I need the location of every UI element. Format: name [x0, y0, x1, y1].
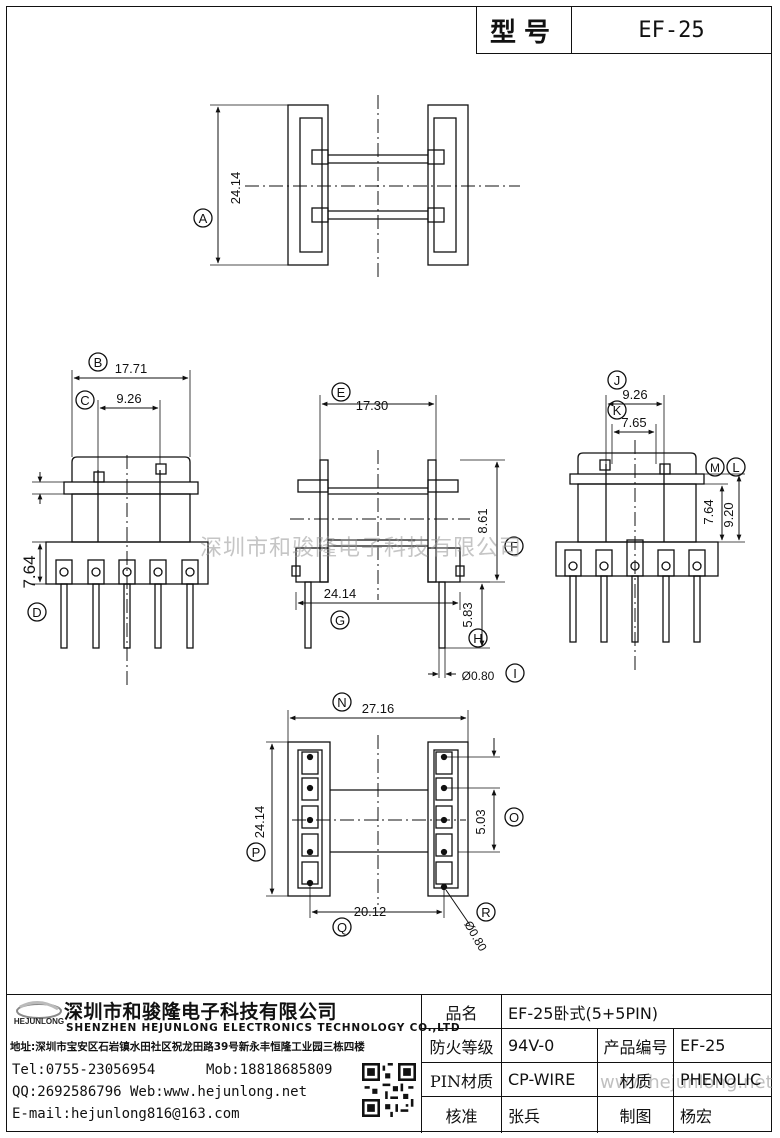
dim-o-value: 5.03: [473, 809, 488, 834]
dim-h-value: 5.83: [460, 602, 475, 627]
label-b: B: [94, 355, 103, 370]
fire-label: 防火等级: [422, 1029, 502, 1062]
draw-label: 制图: [598, 1097, 674, 1133]
draw-value: 杨宏: [680, 1107, 713, 1126]
top-view: 24.14 A: [193, 95, 520, 280]
company-tel: Tel:0755-23056954: [12, 1062, 156, 1078]
dim-i-value: Ø0.80: [462, 669, 495, 683]
qr-code: [362, 1063, 416, 1117]
label-d: D: [32, 605, 41, 620]
spec-row-material: PIN材质 CP-WIRE 材质 PHENOLIC: [422, 1063, 772, 1097]
model-label: 型号: [477, 7, 572, 53]
model-value: EF-25: [638, 17, 705, 43]
technical-drawing: 24.14 A 17.71 B: [20, 95, 746, 954]
fire-value: 94V-0: [502, 1029, 598, 1062]
material-label: 材质: [598, 1063, 674, 1096]
label-n: N: [337, 695, 346, 710]
watermark-url: www.hejunlong.net: [600, 1072, 773, 1093]
company-name-en: SHENZHEN HEJUNLONG ELECTRONICS TECHNOLOG…: [66, 1022, 461, 1034]
name-value: EF-25卧式(5+5PIN): [508, 1003, 659, 1023]
code-value: EF-25: [680, 1036, 726, 1055]
company-info: HEJUNLONG 深圳市和骏隆电子科技有限公司 SHENZHEN HEJUNL…: [6, 995, 460, 1133]
dim-k-value: 7.65: [621, 415, 646, 430]
dim-g-value: 24.14: [324, 586, 357, 601]
label-c: C: [80, 393, 89, 408]
dim-c-value: 9.26: [116, 391, 141, 406]
right-view: 9.26 J 7.65 K 7.64 9.20 M L: [555, 370, 746, 672]
label-f: F: [510, 539, 518, 554]
check-label: 核准: [422, 1097, 502, 1133]
dim-b-value: 17.71: [115, 361, 148, 376]
dim-a-value: 24.14: [228, 172, 243, 205]
dim-f-value: 8.61: [475, 508, 490, 533]
label-l: L: [732, 460, 739, 475]
label-o: O: [509, 810, 519, 825]
company-name-cn: 深圳市和骏隆电子科技有限公司: [64, 1001, 338, 1023]
drawing-frame: [6, 6, 772, 1132]
label-k: K: [613, 403, 622, 418]
title-block: HEJUNLONG 深圳市和骏隆电子科技有限公司 SHENZHEN HEJUNL…: [6, 994, 772, 1133]
material-value: PHENOLIC: [680, 1070, 762, 1089]
spec-row-fire: 防火等级 94V-0 产品编号 EF-25: [422, 1029, 772, 1063]
company-logo: HEJUNLONG: [14, 1001, 64, 1026]
dim-q-value: 20.12: [354, 904, 387, 919]
model-box: 型号 EF-25: [476, 6, 772, 54]
name-label: 品名: [422, 995, 502, 1028]
company-email: E-mail:hejunlong816@163.com: [12, 1106, 240, 1122]
side-view: 17.30 E 8.61 F 24.14 G 5.83 H Ø0.80 I: [290, 382, 525, 683]
dim-j-value: 9.26: [622, 387, 647, 402]
label-i: I: [513, 666, 517, 681]
label-g: G: [335, 613, 345, 628]
label-p: P: [252, 845, 261, 860]
bottom-pin-holes: [301, 751, 453, 891]
check-value: 张兵: [502, 1097, 598, 1133]
bottom-view: 27.16 N 5.03 O 24.14 P 20.12 Q Ø0.80 R: [246, 692, 524, 954]
label-q: Q: [337, 920, 347, 935]
dim-p-value: 24.14: [252, 806, 267, 839]
dim-l-value: 9.20: [721, 502, 736, 527]
spec-row-name: 品名 EF-25卧式(5+5PIN): [422, 995, 772, 1029]
company-mob: Mob:18818685809: [206, 1062, 333, 1078]
spec-table: 品名 EF-25卧式(5+5PIN) 防火等级 94V-0 产品编号 EF-25…: [422, 995, 772, 1133]
label-e: E: [337, 385, 346, 400]
pin-label: PIN材质: [422, 1063, 502, 1096]
spec-row-approval: 核准 张兵 制图 杨宏: [422, 1097, 772, 1133]
dim-n-value: 27.16: [362, 701, 395, 716]
label-h: H: [473, 631, 482, 646]
watermark: 深圳市和骏隆电子科技有限公司: [200, 536, 523, 561]
front-view: 17.71 B 9.26 C 7.64 D: [20, 352, 209, 685]
dim-d-value: 7.64: [20, 555, 39, 588]
code-label: 产品编号: [598, 1029, 674, 1062]
label-j: J: [614, 373, 621, 388]
dim-r-value: Ø0.80: [461, 918, 490, 954]
label-m: M: [710, 461, 720, 475]
pin-value: CP-WIRE: [502, 1063, 598, 1096]
logo-text: HEJUNLONG: [14, 1017, 64, 1026]
dim-m-value: 7.64: [701, 499, 716, 524]
label-a: A: [199, 211, 208, 226]
dim-e-value: 17.30: [356, 398, 389, 413]
company-address: 地址:深圳市宝安区石岩镇水田社区祝龙田路39号新永丰恒隆工业园三栋四楼: [10, 1041, 365, 1053]
company-qq-web: QQ:2692586796 Web:www.hejunlong.net: [12, 1084, 308, 1100]
label-r: R: [481, 905, 490, 920]
